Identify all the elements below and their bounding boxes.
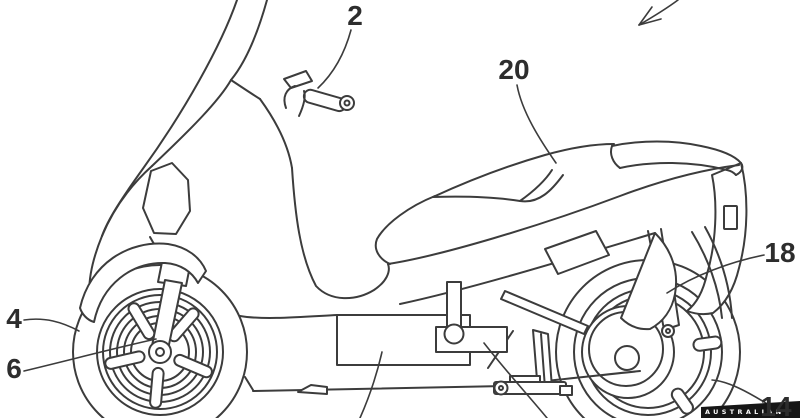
leader-18 xyxy=(666,254,765,294)
rear-fender-edge xyxy=(691,231,723,319)
front-tire-outer xyxy=(72,264,248,418)
front-spoke xyxy=(149,366,165,409)
grab-rail-end xyxy=(610,145,621,169)
watermark: AUSTRALIAN xyxy=(701,401,800,418)
undercarriage xyxy=(297,230,610,396)
front-spoke xyxy=(127,302,156,341)
body-upper-edge xyxy=(387,164,740,265)
riser-front xyxy=(283,85,296,109)
front-spoke xyxy=(173,353,213,379)
leader-bottom-left xyxy=(359,351,383,418)
seat-top xyxy=(432,143,615,198)
leader-6 xyxy=(23,338,157,372)
shock-eye xyxy=(661,324,675,338)
dash-top xyxy=(230,79,261,100)
shock-eye-bolt xyxy=(665,328,671,334)
windscreen-rear-edge xyxy=(230,0,268,81)
front-tire-inner xyxy=(96,288,224,416)
floor-top-edge xyxy=(239,314,338,319)
tail-reflector xyxy=(723,205,738,230)
rear-fender-edge xyxy=(704,226,733,319)
ref-label-6: 6 xyxy=(6,353,22,384)
fairing-windscreen-joint xyxy=(151,79,232,167)
bar-end-cap xyxy=(343,99,351,107)
rear-axle xyxy=(614,345,640,371)
seat-nose xyxy=(374,195,436,265)
stand-roller-axle xyxy=(498,385,504,391)
handlebar xyxy=(283,70,355,117)
bar-end xyxy=(339,95,355,111)
stand-foot xyxy=(297,384,328,395)
frame-bracket xyxy=(544,230,610,275)
ref-label-4: 4 xyxy=(6,303,22,334)
body-wedge-panel xyxy=(620,232,678,331)
front-fender xyxy=(79,242,207,323)
front-body xyxy=(88,0,390,303)
headlight xyxy=(142,162,191,235)
powertrain-boxes xyxy=(336,281,508,366)
reference-labels: 2 20 18 4 6 14 xyxy=(6,0,795,418)
body-lower-edge xyxy=(399,232,656,305)
grab-rail-tip xyxy=(726,169,737,176)
ref-label-2: 2 xyxy=(347,0,363,31)
fairing-crest xyxy=(101,165,153,237)
leader-14 xyxy=(711,379,770,406)
rear-spoke xyxy=(670,387,695,415)
reference-arrow xyxy=(638,0,679,26)
cowl-stub xyxy=(244,376,254,391)
leader-4 xyxy=(23,318,80,332)
leg-shield-curve xyxy=(291,167,390,300)
arrow-head xyxy=(638,6,662,26)
stand-leg-line xyxy=(540,333,546,389)
leader-20 xyxy=(516,84,557,164)
ref-label-20: 20 xyxy=(498,54,529,85)
stand-roller xyxy=(493,380,509,396)
watermark-strip xyxy=(701,401,800,418)
front-hub xyxy=(148,340,172,364)
steering-cover-edge xyxy=(259,98,293,169)
post-pivot xyxy=(443,323,465,345)
front-axle xyxy=(155,347,165,357)
seat-tier-line xyxy=(519,169,553,202)
riser-rear xyxy=(298,90,306,117)
ref-label-18: 18 xyxy=(764,237,795,268)
ref-label-14: 14 xyxy=(760,391,792,418)
front-wheel xyxy=(72,242,248,418)
stand-stop xyxy=(559,385,573,396)
leader-2 xyxy=(317,29,352,89)
grab-rail-inner xyxy=(619,161,728,171)
leader-lines xyxy=(23,0,770,418)
brake-lever-block xyxy=(283,70,313,89)
rear-spoke xyxy=(692,335,723,352)
leader-bottom-right xyxy=(483,342,548,418)
swing-arm-strut xyxy=(500,290,589,335)
watermark-text: AUSTRALIAN xyxy=(705,408,785,416)
arrow-shaft xyxy=(638,0,679,26)
front-spoke xyxy=(104,350,146,370)
grab-rail-outer xyxy=(611,140,744,176)
tail-section xyxy=(610,140,748,319)
